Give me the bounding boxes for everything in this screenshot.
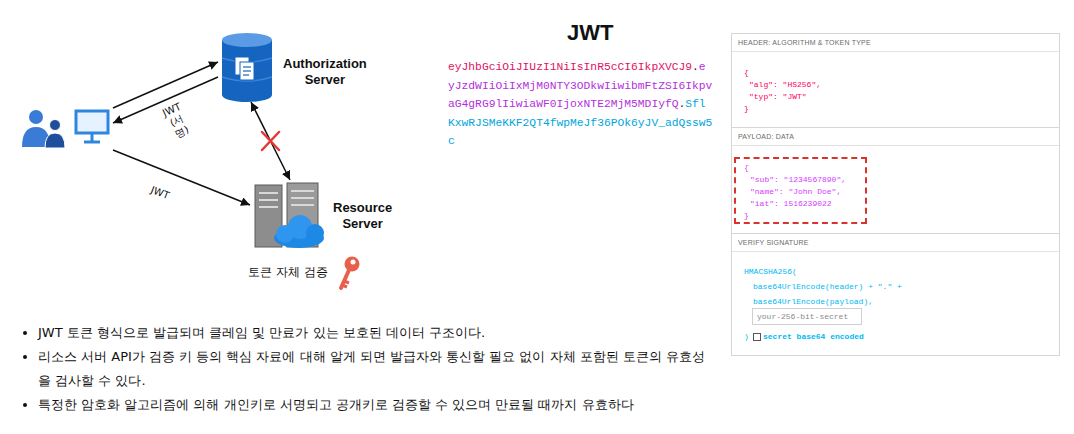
blocked-cross [262, 132, 279, 150]
edge-label: JWT (서명) [160, 100, 194, 141]
payload-panel: PAYLOAD: DATA {"sub": "1234567890", "name"… [731, 127, 1060, 234]
jwt-token: eyJhbGciOiJIUzI1NiIsInR5cCI6IkpXVCJ9.eyJ… [448, 58, 712, 151]
edge-label: JWT [148, 184, 172, 203]
panel-heading: HEADER: ALGORITHM & TOKEN TYPE [732, 34, 1059, 52]
bullet-text: JWT 토큰 형식으로 발급되며 클레임 및 만료가 있는 보호된 데이터 구조… [38, 321, 706, 345]
connector-arrow [113, 150, 250, 205]
code-line: base64UrlEncode(header) + "." + [753, 282, 902, 292]
server-label: Resource Server [333, 200, 392, 232]
code-line: base64UrlEncode(payload), [753, 297, 873, 307]
code-line: "alg": "HS256", [749, 80, 821, 90]
server-label: Authorization Server [283, 56, 367, 88]
connector-arrow [251, 102, 290, 180]
token-part: eyJhbGciOiJIUzI1NiIsInR5cCI6IkpXVCJ9 [448, 61, 692, 73]
bullet-text: 특정한 암호화 알고리즘에 의해 개인키로 서명되고 공개키로 검증할 수 있으… [38, 393, 706, 417]
token-part: . [692, 61, 699, 73]
header-panel: HEADER: ALGORITHM & TOKEN TYPE {"alg": "H… [731, 33, 1060, 128]
secret-input: your-256-bit-secret [752, 308, 862, 325]
code-line: "name": "John Doe", [750, 187, 841, 197]
code-line: HMACSHA256( [744, 267, 797, 277]
code-line: { [744, 68, 749, 78]
connector-group [113, 62, 290, 205]
code-line: "sub": "1234567890", [750, 175, 846, 185]
code-line: "iat": 1516239022 [750, 199, 832, 209]
connector-arrow [113, 62, 218, 108]
user-icon [22, 110, 108, 148]
signature-panel: VERIFY SIGNATURE HMACSHA256( base64UrlEnco… [731, 233, 1060, 356]
code-line: ) [744, 332, 749, 342]
code-line: your-256-bit-secret [757, 312, 848, 322]
server-node: Resource Server [250, 180, 400, 255]
code-line: } [744, 211, 749, 221]
bullet-text: 리소스 서버 API가 검증 키 등의 핵심 자료에 대해 알게 되면 발급자와… [38, 345, 706, 393]
diagram-title: JWT [567, 20, 613, 46]
code-line: } [744, 104, 749, 114]
code-line: secret base64 encoded [763, 332, 864, 342]
server-node: Authorization Server [218, 30, 383, 102]
panel-heading: PAYLOAD: DATA [732, 128, 1059, 146]
code-line: { [744, 163, 749, 173]
icon-caption: 토큰 자체 검증 [248, 264, 328, 280]
user-node [18, 105, 113, 150]
panel-heading: VERIFY SIGNATURE [732, 234, 1059, 252]
highlight-box: {"sub": "1234567890", "name": "John Doe",… [734, 157, 867, 224]
checkbox [753, 333, 761, 341]
token-part: . [679, 98, 686, 110]
bullet-list: JWT 토큰 형식으로 발급되며 클레임 및 만료가 있는 보호된 데이터 구조… [20, 321, 706, 417]
database-icon [222, 33, 272, 102]
key-icon [341, 257, 360, 289]
code-line: "typ": "JWT" [749, 92, 807, 102]
server-icon [255, 183, 324, 248]
